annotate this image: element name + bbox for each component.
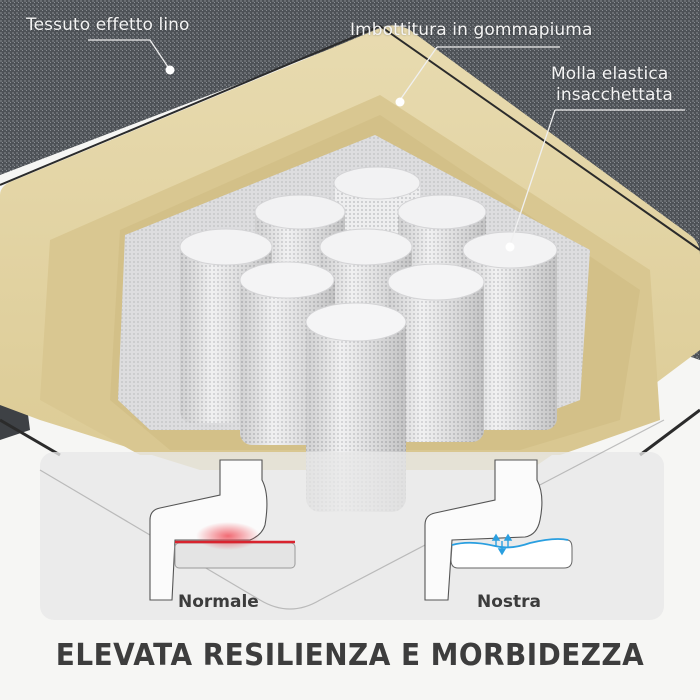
callout-spring-line2: insacchettata	[556, 85, 673, 105]
callout-spring-line1: Molla elastica	[551, 64, 669, 84]
fabric-cover	[0, 0, 700, 360]
label-normal: Normale	[178, 592, 259, 612]
comparison-panel	[40, 452, 664, 620]
support-arrows-icon	[491, 533, 513, 556]
callout-fabric: Tessuto effetto lino	[26, 15, 190, 35]
label-ours: Nostra	[477, 592, 542, 612]
callout-dot-foam	[395, 97, 405, 107]
callout-dot-fabric	[165, 65, 175, 75]
normal-diagram	[149, 459, 296, 601]
springs	[179, 166, 558, 512]
callout-foam: Imbottitura in gommapiuma	[350, 20, 593, 40]
callout-dot-spring	[505, 242, 515, 252]
our-diagram	[424, 459, 573, 601]
headline: ELEVATA RESILIENZA E MORBIDEZZA	[55, 638, 645, 673]
